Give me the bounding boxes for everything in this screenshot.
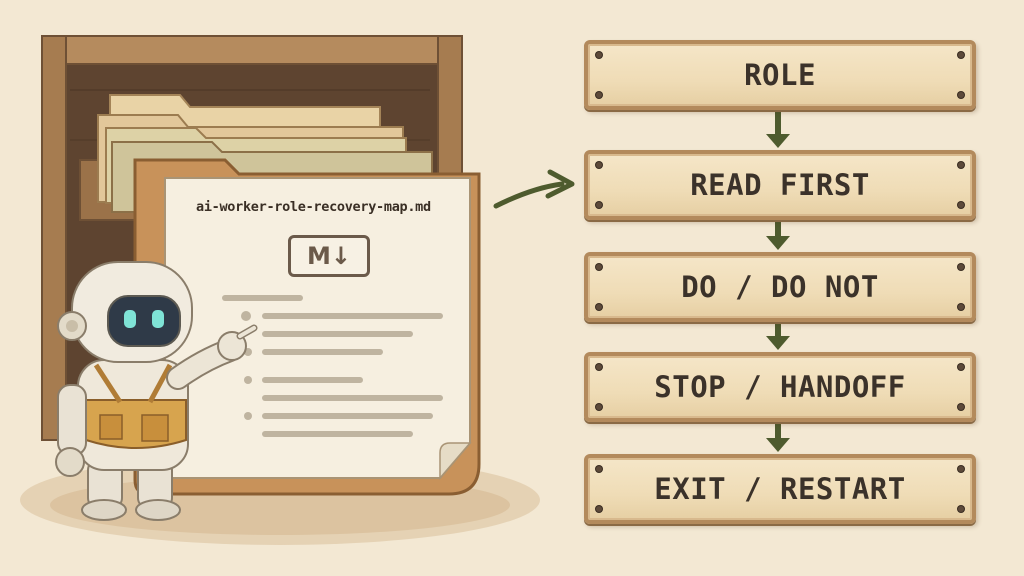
step-role: ROLE [584,40,976,110]
step-do-do-not: DO / DO NOT [584,252,976,322]
nail-icon [958,264,964,270]
down-arrow-icon [766,322,790,350]
down-arrow-icon [766,422,790,452]
nail-icon [596,364,602,370]
nail-icon [596,404,602,410]
nail-icon [596,304,602,310]
nail-icon [596,52,602,58]
nail-icon [596,466,602,472]
nail-icon [958,364,964,370]
nail-icon [596,202,602,208]
nail-icon [958,162,964,168]
step-exit-restart: EXIT / RESTART [584,454,976,524]
nail-icon [958,92,964,98]
nail-icon [596,264,602,270]
nail-icon [596,506,602,512]
markdown-icon: M↓ [288,235,370,277]
nail-icon [958,506,964,512]
curved-arrow-icon [493,181,565,209]
nail-icon [958,52,964,58]
step-label: DO / DO NOT [681,270,879,304]
step-label: EXIT / RESTART [654,472,906,506]
down-arrow-icon [766,110,790,148]
step-label: ROLE [744,58,816,92]
markdown-folder [133,158,481,496]
nail-icon [596,162,602,168]
document-filename: ai-worker-role-recovery-map.md [196,199,431,215]
step-stop-handoff: STOP / HANDOFF [584,352,976,422]
step-label: READ FIRST [690,168,870,202]
nail-icon [958,304,964,310]
step-label: STOP / HANDOFF [654,370,906,404]
nail-icon [596,92,602,98]
robot-illustration [55,261,258,521]
nail-icon [958,466,964,472]
nail-icon [958,404,964,410]
step-read-first: READ FIRST [584,150,976,220]
connector-arrows [766,110,790,452]
down-arrow-icon [766,220,790,250]
nail-icon [958,202,964,208]
